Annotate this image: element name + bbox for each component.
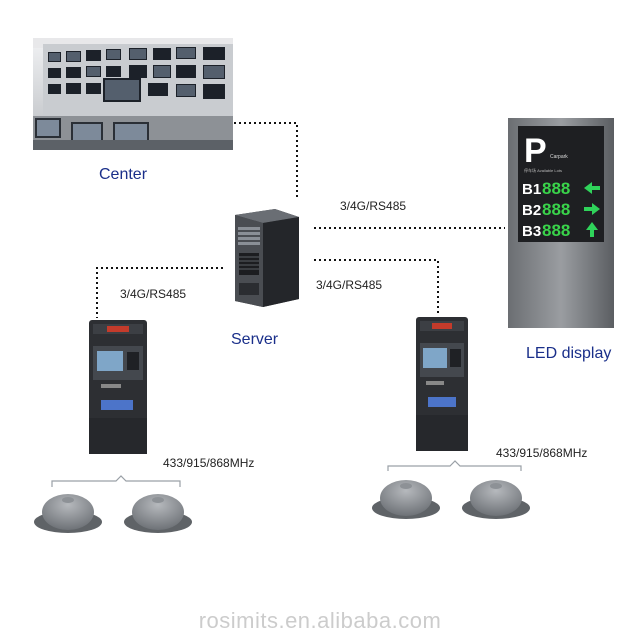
sensor-2 bbox=[124, 494, 192, 533]
led-row-value: 888 bbox=[542, 221, 570, 240]
led-row-level: B3 bbox=[522, 223, 541, 240]
link-label-server-led: 3/4G/RS485 bbox=[340, 199, 407, 213]
server-label: Server bbox=[231, 331, 279, 348]
center-label: Center bbox=[99, 166, 148, 183]
led-display-label: LED display bbox=[526, 345, 612, 362]
arrow-left-icon bbox=[584, 182, 600, 194]
sensor-group-right bbox=[372, 480, 530, 519]
link-label-kiosk-left-sensors: 433/915/868MHz bbox=[163, 456, 255, 470]
link-server-kiosk-right bbox=[314, 259, 439, 315]
link-center-server bbox=[234, 122, 298, 200]
led-brand-letter: P bbox=[524, 132, 547, 170]
kiosk-right bbox=[416, 317, 468, 451]
sensor-1 bbox=[34, 494, 102, 533]
watermark: rosimits.en.alibaba.com bbox=[198, 608, 442, 633]
server-icon bbox=[235, 209, 299, 307]
bracket-right bbox=[387, 460, 522, 471]
link-label-kiosk-right-sensors: 433/915/868MHz bbox=[496, 446, 588, 460]
link-server-kiosk-left bbox=[96, 267, 223, 318]
control-center-image bbox=[33, 38, 233, 150]
link-label-server-kiosk-left: 3/4G/RS485 bbox=[120, 287, 187, 301]
led-row-value: 888 bbox=[542, 179, 570, 198]
bracket-left bbox=[51, 475, 181, 487]
sensor-group-left bbox=[34, 494, 192, 533]
led-row-value: 888 bbox=[542, 200, 570, 219]
link-label-server-kiosk-right: 3/4G/RS485 bbox=[316, 278, 383, 292]
sensor-4 bbox=[462, 480, 530, 519]
led-brand-subtext: 停车场 Available Lots bbox=[524, 167, 562, 173]
led-row-level: B2 bbox=[522, 202, 541, 219]
led-brand-text: Carpark bbox=[550, 154, 568, 160]
kiosk-left bbox=[89, 320, 147, 454]
sensor-3 bbox=[372, 480, 440, 519]
arrow-up-icon bbox=[586, 222, 598, 237]
arrow-right-icon bbox=[584, 203, 600, 215]
led-row-level: B1 bbox=[522, 181, 541, 198]
